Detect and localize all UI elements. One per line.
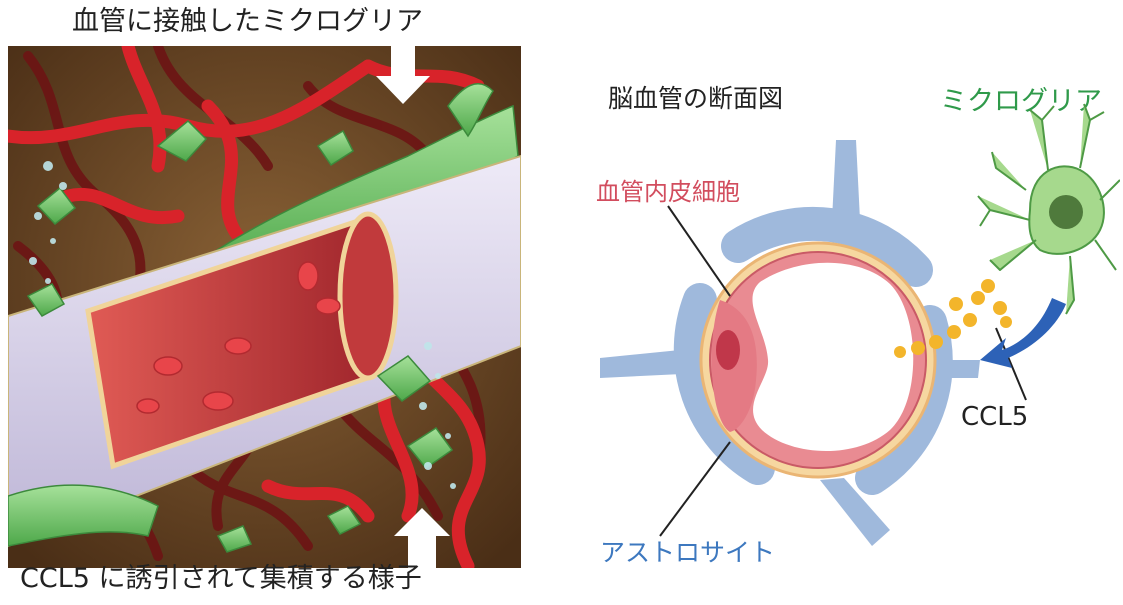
leader-astrocyte <box>660 442 730 536</box>
caption-bottom: CCL5 に誘引されて集積する様子 <box>20 565 422 592</box>
caption-top: 血管に接触したミクログリア <box>72 8 423 35</box>
microglia-cell <box>978 104 1120 314</box>
leader-endothelium <box>668 206 730 296</box>
microglia-nucleus <box>1049 195 1083 229</box>
vessel-illustration <box>8 46 521 568</box>
vessel-cross-section <box>560 60 1120 580</box>
endothelial-nucleus <box>716 330 740 370</box>
migration-arrow-icon <box>980 298 1066 368</box>
vessel-lumen <box>752 263 913 451</box>
